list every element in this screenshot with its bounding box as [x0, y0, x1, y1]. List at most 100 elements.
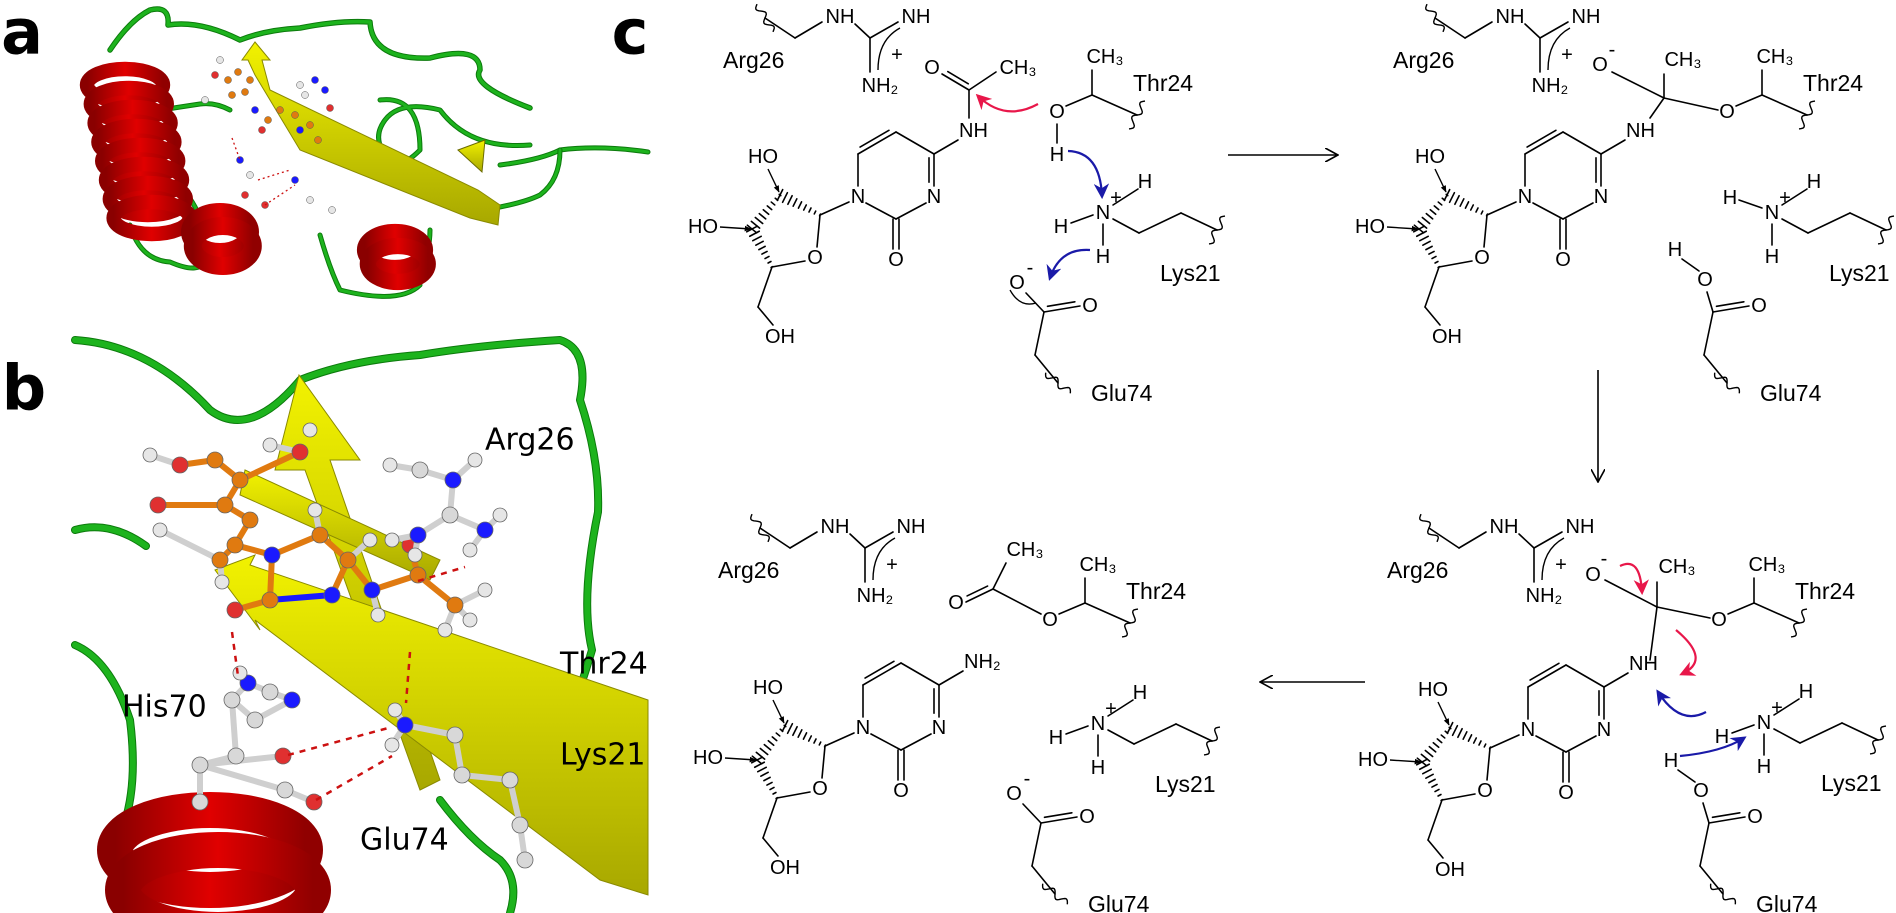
atom-ch3: CH₃ — [1658, 556, 1695, 578]
bond — [865, 202, 897, 220]
atom-acetyl-ch3: CH₃ — [1006, 539, 1043, 561]
hash — [1467, 734, 1473, 742]
atom-lys-h: H — [1765, 246, 1779, 268]
atom-sphere — [311, 526, 329, 544]
hash — [1451, 724, 1459, 737]
atom-oh-5prime: OH — [770, 857, 800, 879]
charge-plus: + — [1779, 187, 1791, 209]
hydrogen-bond — [231, 137, 296, 206]
bond — [1070, 214, 1094, 224]
bond-arrow — [724, 756, 757, 763]
label-thr24: Thr24 — [559, 647, 648, 682]
bond — [1738, 199, 1763, 209]
bond-arrow — [1386, 225, 1419, 232]
atom-sphere — [328, 206, 336, 214]
label-arg26: Arg26 — [485, 423, 575, 458]
hash — [1418, 235, 1430, 242]
double-bond — [862, 662, 902, 686]
atom-arg-nh: NH — [897, 516, 926, 538]
bond — [1138, 212, 1182, 234]
atom-lys-h: H — [1715, 726, 1729, 748]
charge-plus: + — [886, 554, 898, 576]
atom-glu-o: O — [1009, 272, 1025, 294]
atom-n3: N — [932, 717, 946, 739]
bond — [1649, 97, 1665, 119]
charge-plus: + — [891, 44, 903, 66]
atom-sphere — [226, 601, 244, 619]
alpha-helix-right — [356, 223, 436, 291]
atom-n3: N — [927, 186, 941, 208]
atom-sphere — [321, 86, 329, 94]
atom-ho-2prime: HO — [1415, 146, 1445, 168]
bond — [1489, 734, 1520, 749]
bond — [794, 21, 823, 39]
atom-sphere — [223, 691, 241, 709]
atom-sphere — [477, 582, 493, 598]
hashed-bond — [1412, 225, 1441, 269]
atom-o4: O — [1474, 247, 1490, 269]
arrow-proton-transfer — [1067, 149, 1110, 200]
charge-plus: + — [1105, 698, 1117, 720]
hash — [763, 776, 771, 782]
bond — [1486, 201, 1517, 216]
hash — [1417, 220, 1428, 229]
atom-arg-nh: NH — [821, 516, 850, 538]
hash — [792, 725, 798, 737]
hash — [751, 235, 763, 242]
atom-sphere — [437, 622, 453, 638]
hash — [1478, 740, 1482, 746]
atom-sphere — [211, 71, 219, 79]
atom-n1: N — [851, 186, 865, 208]
atom-sphere — [467, 452, 483, 468]
label-lys21: Lys21 — [560, 738, 646, 773]
stick — [229, 697, 239, 759]
atom-n1: N — [1521, 719, 1535, 741]
atom-sphere — [258, 126, 266, 134]
hash — [1459, 198, 1465, 207]
atom-lys-h: H — [1138, 171, 1152, 193]
hash — [1480, 210, 1484, 215]
atom-sphere — [446, 726, 464, 744]
hash — [818, 741, 822, 746]
bond — [1773, 728, 1801, 744]
atom-thr-o: O — [1049, 101, 1065, 123]
atom-arg-nh: NH — [1572, 6, 1601, 28]
double-bond — [1526, 129, 1557, 148]
bond — [1428, 527, 1460, 549]
hash — [1488, 746, 1492, 750]
bond — [1464, 21, 1493, 39]
atom-sphere — [241, 191, 249, 199]
bond — [1175, 723, 1213, 742]
atom-glu-h: H — [1668, 239, 1682, 261]
bond — [1458, 531, 1487, 549]
hash — [1431, 783, 1438, 788]
double-bond — [1046, 300, 1076, 308]
hash — [786, 722, 794, 735]
helix-turn — [102, 175, 194, 223]
bond — [1681, 258, 1700, 272]
atom-sphere — [387, 702, 403, 718]
bond — [816, 214, 821, 248]
hash — [808, 207, 812, 213]
atom-glu-o: O — [1693, 780, 1709, 802]
double-bond — [1040, 816, 1078, 824]
hashed-bond — [781, 719, 827, 748]
atom-sphere — [191, 756, 209, 774]
atom-arg-nh: NH — [1566, 516, 1595, 538]
residue-label-glu74: Glu74 — [1091, 380, 1153, 406]
arg26-side-chain — [382, 452, 508, 563]
bond — [1058, 602, 1086, 615]
atom-sphere — [516, 851, 534, 869]
bond — [1031, 865, 1056, 895]
hash — [1418, 763, 1431, 771]
bond — [1656, 606, 1711, 619]
bond — [821, 745, 826, 779]
bond — [900, 733, 932, 751]
charge-minus: - — [1024, 768, 1031, 790]
atom-thr-o: O — [1042, 609, 1058, 631]
atom-o2: O — [1555, 249, 1571, 271]
hash — [767, 260, 772, 264]
atom-sphere — [276, 781, 294, 799]
